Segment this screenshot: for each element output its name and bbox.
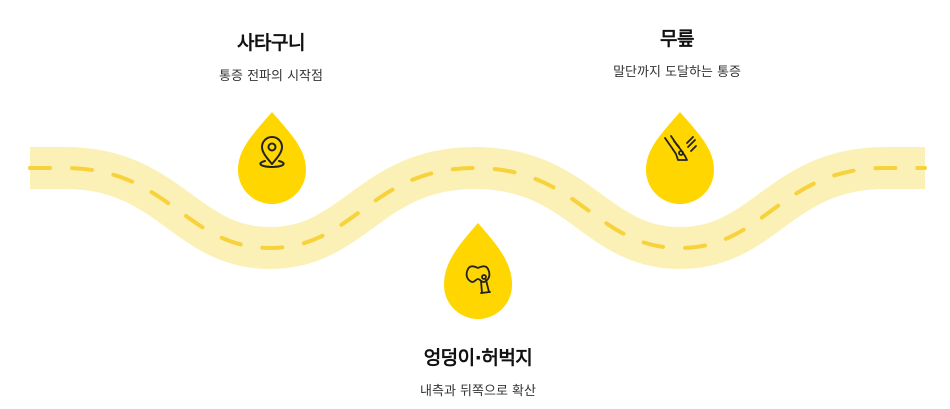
stage-desc-hip-thigh: 내측과 뒤쪽으로 확산 — [420, 384, 536, 399]
stage-desc-groin: 통증 전파의 시작점 — [219, 69, 323, 84]
marker-hip-thigh — [444, 223, 512, 319]
pelvis-hip-icon — [465, 265, 491, 294]
stage-label-hip-thigh: 엉덩이·허벅지 내측과 뒤쪽으로 확산 — [420, 343, 536, 399]
stage-label-groin: 사타구니 통증 전파의 시작점 — [219, 28, 323, 84]
leg-knee-icon — [664, 135, 697, 161]
marker-groin — [238, 112, 306, 204]
stage-title-knee: 무릎 — [660, 28, 694, 50]
stage-label-knee: 무릎 말단까지 도달하는 통증 — [613, 24, 741, 80]
location-pin-icon — [259, 136, 285, 168]
stage-title-hip-thigh: 엉덩이·허벅지 — [423, 347, 533, 369]
stage-title-groin: 사타구니 — [237, 32, 305, 54]
road-center-dashes — [28, 165, 927, 251]
stage-desc-knee: 말단까지 도달하는 통증 — [613, 65, 741, 80]
marker-knee — [646, 112, 714, 204]
